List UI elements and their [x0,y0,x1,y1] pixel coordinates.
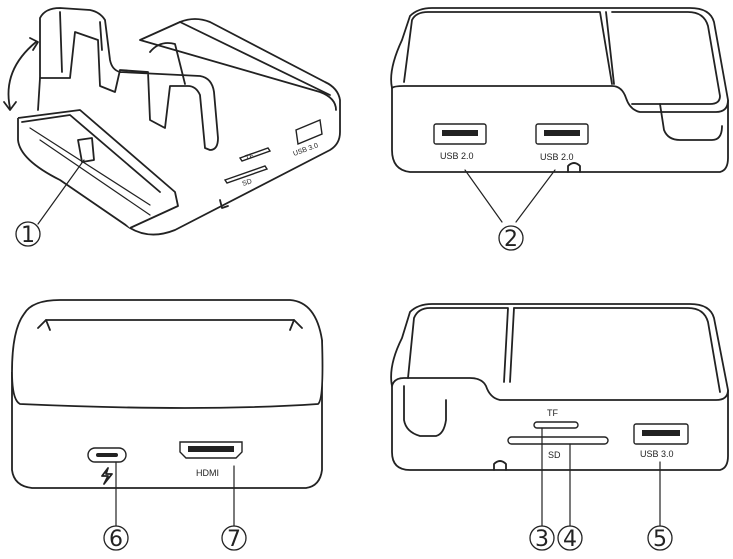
hdmi-label: HDMI [196,468,219,478]
rotate-arrow-icon [7,41,37,109]
svg-text:6: 6 [109,527,123,552]
view1-tf-label: TF [244,153,254,162]
svg-text:5: 5 [653,527,667,552]
dock-view-rear: HDMI [11,299,324,527]
view1-sd-label: SD [241,178,252,188]
callout-2: 2 [498,225,524,252]
callout-7: 7 [221,525,247,552]
tf-label: TF [547,408,558,418]
callout-6: 6 [103,525,129,552]
sd-slot [507,436,609,445]
usb20-label-right: USB 2.0 [540,152,574,162]
svg-text:3: 3 [535,527,549,552]
dock-view-usb20: USB 2.0 USB 2.0 [390,7,729,223]
dock-view-side: TF SD USB 3.0 [390,303,729,527]
connector-plug [77,137,95,163]
svg-text:2: 2 [504,227,518,252]
lightning-icon [101,467,113,485]
sd-label: SD [548,450,561,460]
callout-4: 4 [557,525,583,552]
callout-3: 3 [529,525,555,552]
usb30-label: USB 3.0 [640,449,674,459]
view1-usb30-port [295,119,323,145]
svg-text:1: 1 [21,223,35,248]
svg-text:4: 4 [563,527,577,552]
svg-text:7: 7 [227,527,241,552]
tf-slot [533,421,579,429]
usb20-label-left: USB 2.0 [440,151,474,161]
dock-view-holder: TF SD USB 3.0 [3,7,341,236]
callout-5: 5 [647,525,673,552]
callout-1: 1 [15,221,41,248]
